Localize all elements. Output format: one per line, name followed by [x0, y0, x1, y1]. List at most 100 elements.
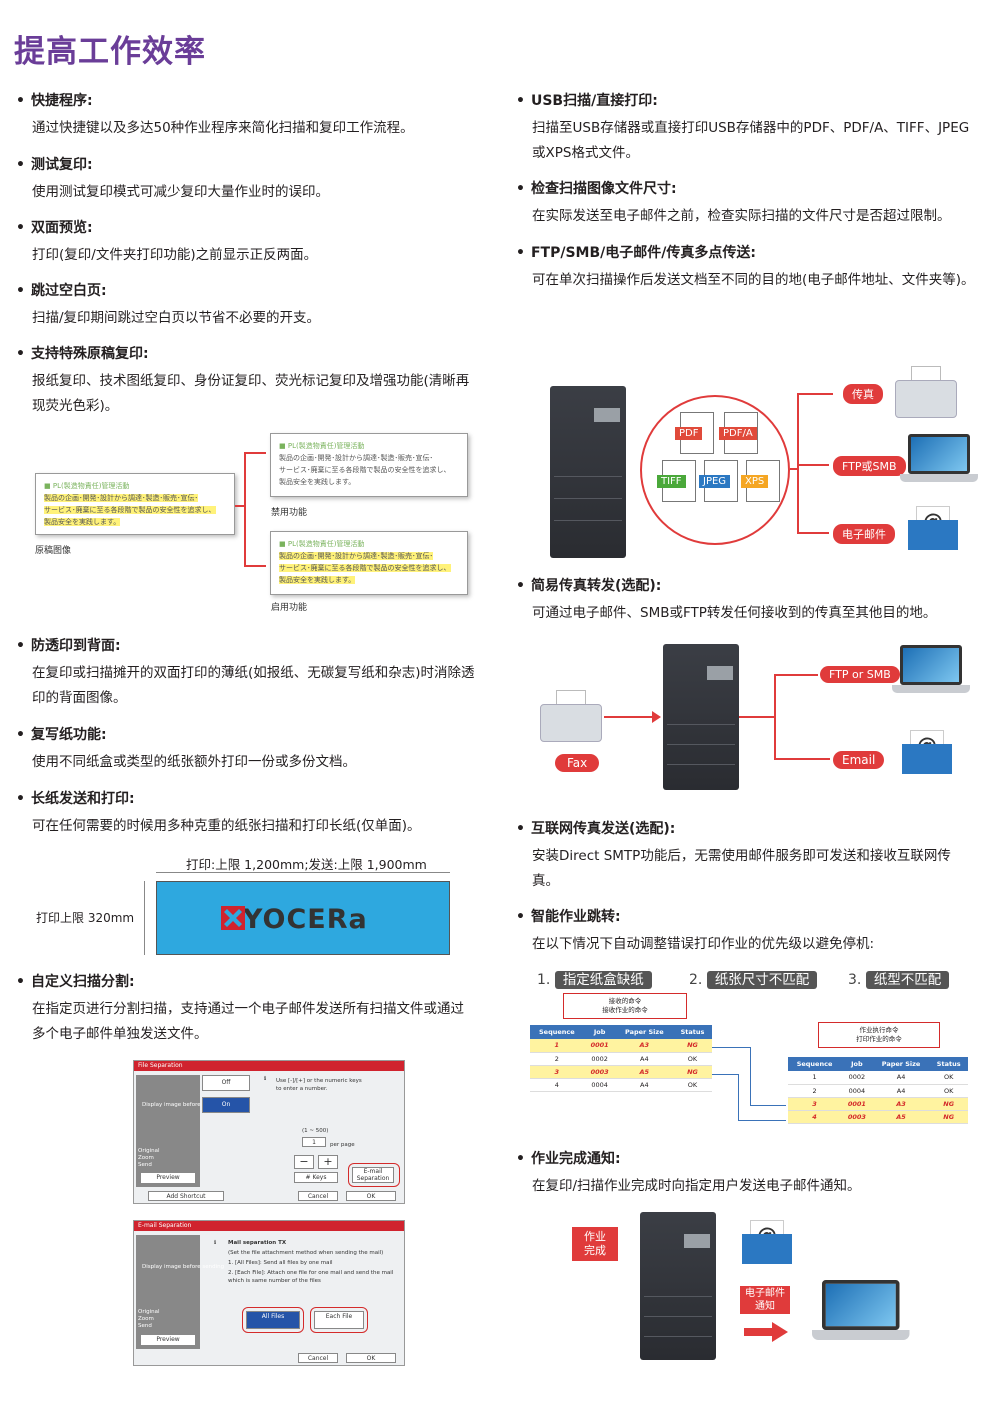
table-cell: A4 — [872, 1071, 930, 1085]
caption-original: 原稿图像 — [35, 546, 72, 556]
printer-drawer — [644, 1336, 712, 1337]
feature-skip-blank: 跳过空白页: 扫描/复印期间跳过空白页以节省不必要的开支。 — [16, 280, 476, 331]
pdfa-file-icon: PDF/A — [719, 412, 758, 454]
table-cell: 0003 — [583, 1065, 616, 1079]
ok-button[interactable]: OK — [346, 1191, 396, 1201]
kyocera-mark-icon — [221, 906, 245, 930]
job-skip-step: 2. 纸张尺寸不匹配 — [689, 968, 818, 989]
feature-body: 报纸复印、技术图纸复印、身份证复印、荧光标记复印及增强功能(清晰再现荧光色彩)。 — [32, 373, 470, 414]
printer-screen — [684, 1234, 710, 1248]
feature-heading: 自定义扫描分割: — [16, 971, 476, 993]
each-file-button[interactable]: Each File — [314, 1311, 364, 1329]
col-header: Job — [583, 1025, 616, 1039]
doc-line: 製品の企画･開発･設計から調達･製造･販売･宣伝･ — [279, 552, 433, 560]
page-title: 提高工作效率 — [14, 34, 206, 70]
cancel-button[interactable]: Cancel — [298, 1353, 338, 1363]
on-button[interactable]: On — [202, 1097, 250, 1113]
format-label: TIFF — [657, 475, 686, 488]
printer-image — [550, 386, 626, 558]
col-header: Job — [841, 1057, 873, 1071]
col-header: Paper Size — [615, 1025, 673, 1039]
connector — [774, 674, 776, 760]
xps-file-icon: XPS — [741, 460, 780, 502]
table-cell: 3 — [530, 1065, 584, 1079]
mail-sep-line: (Set the file attachment method when sen… — [228, 1250, 384, 1256]
zoom-label: Zoom — [138, 1316, 154, 1322]
table-cell: OK — [672, 1078, 712, 1092]
printer-drawer — [554, 498, 622, 499]
step-number: 2. — [689, 972, 703, 988]
off-button[interactable]: Off — [202, 1075, 250, 1091]
feature-body: 在复印或扫描摊开的双面打印的薄纸(如报纸、无碳复写纸和杂志)时消除透印的背面图像… — [32, 665, 475, 706]
feature-heading: 双面预览: — [16, 217, 476, 239]
display-image-label: Display image before sending — [142, 1264, 225, 1270]
connector — [797, 464, 829, 466]
minus-button[interactable]: − — [294, 1155, 314, 1169]
table-cell: A4 — [615, 1052, 673, 1066]
feature-body: 安装Direct SMTP功能后，无需使用邮件服务即可发送和接收互联网传真。 — [532, 848, 951, 889]
feature-heading: 支持特殊原稿复印: — [16, 343, 476, 365]
highlight-ring — [310, 1307, 368, 1333]
feature-body: 使用不同纸盒或类型的纸张额外打印一份或多份文档。 — [32, 754, 356, 770]
format-label: XPS — [741, 475, 769, 488]
mail-sep-line: 1. [All Files]: Send all files by one ma… — [228, 1260, 333, 1266]
table-cell: A5 — [615, 1065, 673, 1079]
feature-body: 在实际发送至电子邮件之前，检查实际扫描的文件尺寸是否超过限制。 — [532, 208, 951, 224]
preview-area — [136, 1235, 200, 1349]
fax-icon — [895, 366, 957, 418]
feature-body: 在以下情况下自动调整错误打印作业的优先级以避免停机: — [532, 936, 875, 952]
preview-button[interactable]: Preview — [140, 1334, 196, 1346]
arrow-head-icon — [652, 711, 661, 723]
all-files-button[interactable]: All Files — [246, 1311, 300, 1329]
doc-line: 製品安全を実践します。 — [279, 576, 356, 584]
feature-long-paper: 长纸发送和打印: 可在任何需要的时候用多种克重的纸张扫描和打印长纸(仅单面)。 — [16, 788, 476, 839]
col-header: Paper Size — [872, 1057, 930, 1071]
info-icon: ℹ — [264, 1076, 267, 1082]
number-field[interactable]: 1 — [302, 1137, 326, 1147]
arrow-line — [604, 716, 656, 718]
format-label: PDF/A — [719, 427, 757, 440]
numeric-keys-button[interactable]: # Keys — [294, 1172, 338, 1183]
panel-title: File Separation — [134, 1061, 404, 1071]
tiff-file-icon: TIFF — [657, 460, 696, 502]
col-header: Sequence — [788, 1057, 842, 1071]
cancel-button[interactable]: Cancel — [298, 1191, 338, 1201]
enabled-doc: ■ PL(製造物責任)管理活動 製品の企画･開発･設計から調達･製造･販売･宣伝… — [270, 531, 468, 595]
doc-line: サービス･廃棄に至る各段階で製品の安全性を追求し、 — [44, 506, 216, 514]
printer-drawer — [644, 1316, 712, 1317]
dest-ftp-pill: FTP or SMB — [820, 666, 900, 683]
add-shortcut-button[interactable]: Add Shortcut — [148, 1191, 224, 1201]
preview-button[interactable]: Preview — [140, 1172, 196, 1184]
col-header: Sequence — [530, 1025, 584, 1039]
long-paper-side-label: 打印上限 320mm — [36, 911, 135, 925]
feature-heading: 防透印到背面: — [16, 635, 476, 657]
connector — [244, 452, 246, 566]
cmd-line: 作业执行命令 — [859, 1026, 899, 1034]
table-cell: 3 — [788, 1097, 842, 1111]
col-header: Status — [929, 1057, 968, 1071]
long-paper-banner: KYOCERa — [156, 881, 450, 955]
dest-fax-pill: 传真 — [843, 384, 883, 404]
feature-heading: 检查扫描图像文件尺寸: — [516, 178, 976, 200]
feature-heading: 测试复印: — [16, 154, 476, 176]
received-command-box: 接收的命令 接收作业的命令 — [563, 993, 687, 1019]
job-done-label: 作业 完成 — [572, 1227, 618, 1261]
fax-icon — [540, 690, 602, 742]
printer-image — [663, 644, 739, 790]
feature-scan-split: 自定义扫描分割: 在指定页进行分割扫描，支持通过一个电子邮件发送所有扫描文件或通… — [16, 971, 476, 1047]
plus-button[interactable]: + — [318, 1155, 338, 1169]
connector — [797, 393, 799, 533]
hint-text: Use [-]/[+] or the numeric keys to enter… — [276, 1078, 362, 1092]
table-cell: 0001 — [583, 1039, 616, 1053]
ok-button[interactable]: OK — [346, 1353, 396, 1363]
email-separation-button[interactable]: E-mail Separation — [352, 1167, 394, 1183]
table-cell: OK — [672, 1052, 712, 1066]
feature-multi-send: FTP/SMB/电子邮件/传真多点传送: 可在单次扫描操作后发送文档至不同的目的… — [516, 242, 976, 293]
